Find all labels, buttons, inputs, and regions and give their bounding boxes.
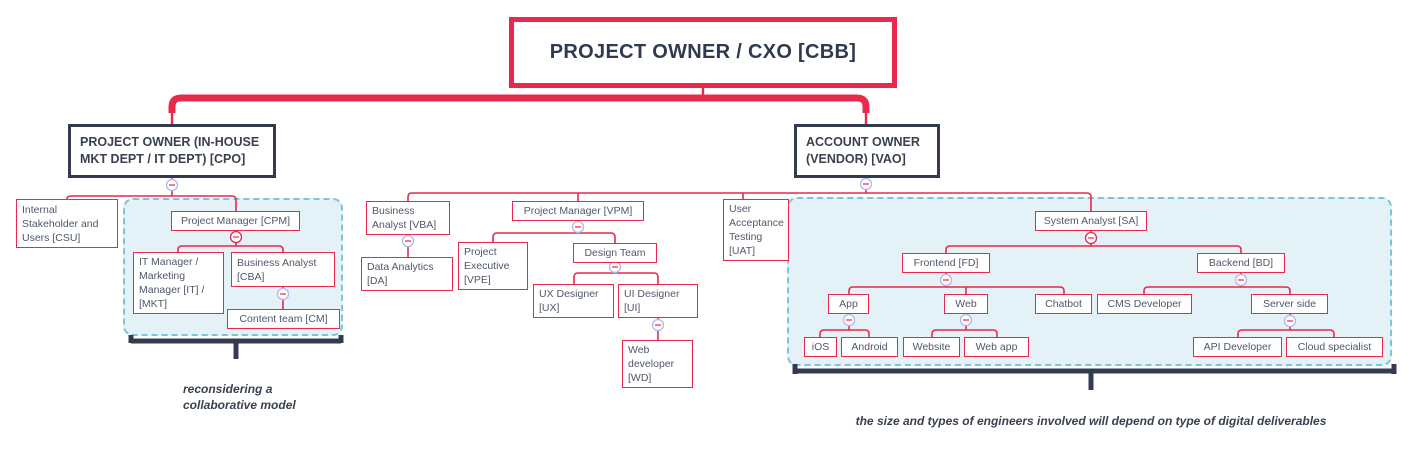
- collapse-icon[interactable]: [571, 220, 585, 234]
- node-frontend[interactable]: Frontend [FD]: [902, 253, 990, 273]
- collapse-icon[interactable]: [276, 287, 290, 301]
- inhouse-annotation: reconsidering a collaborative model: [183, 382, 296, 412]
- cpm-children-connector: [177, 229, 284, 252]
- node-project-executive[interactable]: Project Executive [VPE]: [458, 242, 528, 290]
- node-business-analyst-cba[interactable]: Business Analyst [CBA]: [231, 252, 335, 287]
- node-app[interactable]: App: [828, 294, 869, 314]
- collapse-icon[interactable]: [959, 313, 973, 327]
- collapse-icon[interactable]: [1234, 273, 1248, 287]
- vendor-annotation: the size and types of engineers involved…: [855, 414, 1327, 428]
- collapse-icon[interactable]: [165, 178, 179, 192]
- collapse-icon[interactable]: [651, 318, 665, 332]
- node-android[interactable]: Android: [841, 337, 898, 357]
- node-api-developer[interactable]: API Developer: [1193, 337, 1282, 357]
- root-branch-drops: [170, 111, 868, 124]
- frontend-children-connector: [848, 272, 1065, 294]
- vpm-children-connector: [492, 220, 616, 243]
- collapse-icon[interactable]: [842, 313, 856, 327]
- node-project-manager-vpm[interactable]: Project Manager [VPM]: [512, 201, 644, 221]
- node-ui-designer[interactable]: UI Designer [UI]: [618, 284, 698, 318]
- node-cloud-specialist[interactable]: Cloud specialist: [1286, 337, 1383, 357]
- node-cms-developer[interactable]: CMS Developer: [1097, 294, 1192, 314]
- node-website[interactable]: Website: [903, 337, 960, 357]
- node-chatbot[interactable]: Chatbot: [1035, 294, 1092, 314]
- node-web-app[interactable]: Web app: [964, 337, 1029, 357]
- vendor-group-bracket: [792, 364, 1397, 390]
- collapse-icon[interactable]: [608, 260, 622, 274]
- node-ios[interactable]: iOS: [804, 337, 837, 357]
- collapse-icon[interactable]: [1283, 314, 1297, 328]
- node-system-analyst[interactable]: System Analyst [SA]: [1035, 211, 1147, 231]
- collapse-icon[interactable]: [229, 230, 243, 244]
- root-branch-bar: [168, 94, 870, 113]
- node-ux-designer[interactable]: UX Designer [UX]: [533, 284, 614, 318]
- node-web[interactable]: Web: [944, 294, 988, 314]
- node-content-team[interactable]: Content team [CM]: [227, 309, 340, 329]
- node-design-team[interactable]: Design Team: [573, 243, 657, 263]
- node-it-marketing-manager[interactable]: IT Manager / Marketing Manager [IT] / [M…: [133, 252, 224, 314]
- node-uat[interactable]: User Acceptance Testing [UAT]: [723, 199, 789, 261]
- node-business-analyst-vba[interactable]: Business Analyst [VBA]: [366, 201, 450, 235]
- node-inhouse-project-owner[interactable]: PROJECT OWNER (IN-HOUSE MKT DEPT / IT DE…: [68, 124, 276, 178]
- node-backend[interactable]: Backend [BD]: [1197, 253, 1285, 273]
- node-data-analytics[interactable]: Data Analytics [DA]: [361, 257, 453, 291]
- backend-children-connector: [1143, 272, 1291, 294]
- node-project-owner-cxo[interactable]: PROJECT OWNER / CXO [CBB]: [509, 17, 897, 88]
- collapse-icon[interactable]: [1084, 231, 1098, 245]
- node-web-developer[interactable]: Web developer [WD]: [622, 340, 693, 388]
- inhouse-group-bracket: [128, 335, 344, 359]
- collapse-icon[interactable]: [939, 273, 953, 287]
- node-internal-stakeholders[interactable]: Internal Stakeholder and Users [CSU]: [16, 199, 118, 248]
- collapse-icon[interactable]: [859, 177, 873, 191]
- node-account-owner-vendor[interactable]: ACCOUNT OWNER (VENDOR) [VAO]: [794, 124, 940, 178]
- node-project-manager-cpm[interactable]: Project Manager [CPM]: [171, 211, 300, 231]
- node-server-side[interactable]: Server side: [1251, 294, 1328, 314]
- collapse-icon[interactable]: [401, 234, 415, 248]
